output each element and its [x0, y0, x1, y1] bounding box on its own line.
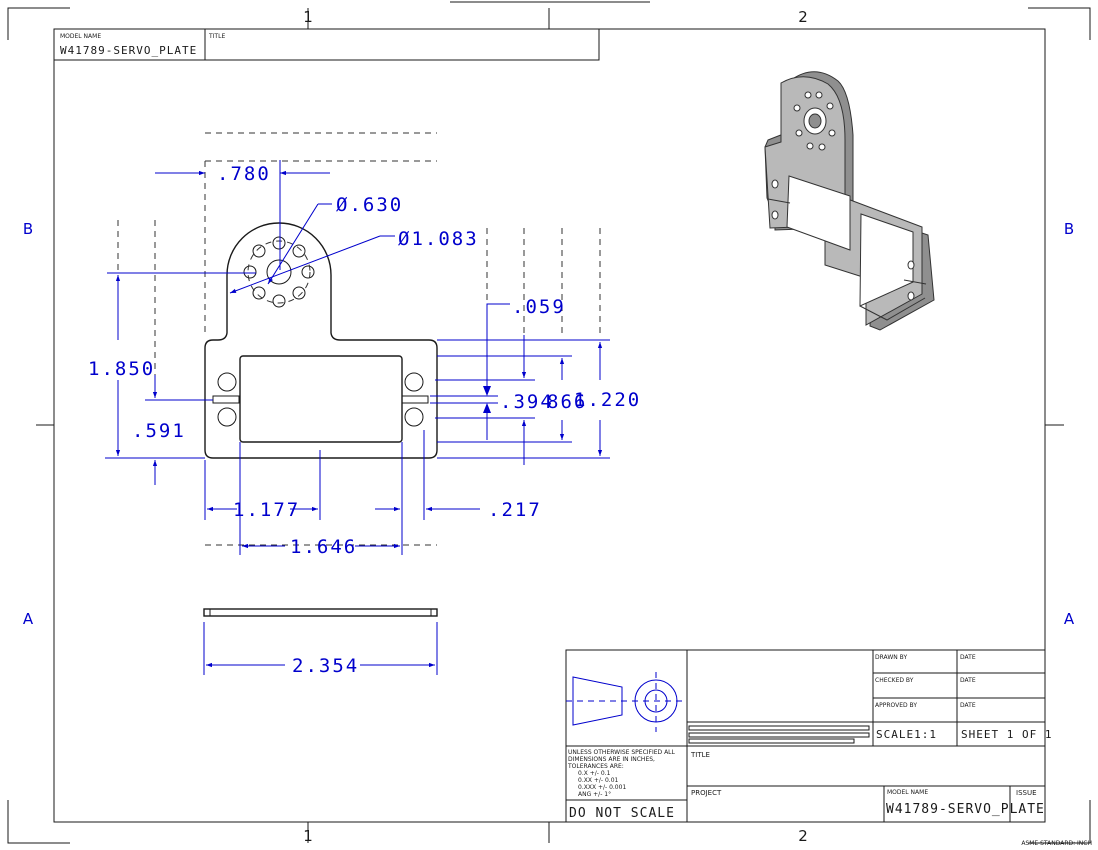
header-title-label: TITLE	[208, 33, 225, 40]
zone-label-top-1: 1	[303, 8, 313, 26]
dim-780	[155, 160, 330, 270]
tb-model-name-label: MODEL NAME	[887, 789, 928, 796]
dim-label-866: 866	[547, 391, 587, 413]
header-model-name: W41789-SERVO_PLATE	[60, 44, 197, 57]
tb-tolerance-line-1: UNLESS OTHERWISE SPECIFIED ALL	[568, 749, 676, 756]
sheet-corner-marks	[7, 1, 1091, 844]
tb-tolerance-line-4: 0.X +/- 0.1	[578, 770, 611, 777]
tb-tolerance-line-6: 0.XXX +/- 0.001	[578, 784, 626, 791]
dim-label-780: .780	[217, 163, 271, 185]
dim-591	[145, 375, 213, 485]
tb-date1-label: DATE	[960, 654, 976, 661]
dim-dia-630	[267, 203, 332, 285]
tb-tolerance-line-2: DIMENSIONS ARE IN INCHES,	[568, 756, 655, 763]
zone-label-right-a: A	[1064, 610, 1075, 628]
dim-label-591: .591	[132, 420, 186, 442]
zone-label-top-2: 2	[798, 8, 808, 26]
title-block-lines	[565, 649, 1046, 823]
zone-ticks	[36, 8, 1064, 843]
dim-label-1177: 1.177	[233, 499, 300, 521]
tb-date3-label: DATE	[960, 702, 976, 709]
tb-sheet: SHEET 1 OF 1	[961, 728, 1052, 741]
zone-label-bottom-2: 2	[798, 827, 808, 845]
dim-label-217: .217	[488, 499, 542, 521]
tb-tolerance-line-7: ANG +/- 1°	[578, 791, 611, 798]
dim-label-394: .394	[500, 391, 554, 413]
tb-model-name: W41789-SERVO_PLATE	[886, 802, 1045, 817]
dim-label-dia-1083: Ø1.083	[398, 228, 479, 250]
zone-label-right-b: B	[1064, 220, 1074, 238]
dim-bottom-stack	[204, 430, 480, 555]
tb-issue-label: ISSUE	[1016, 789, 1037, 797]
third-angle-projection-symbol	[566, 672, 684, 732]
dim-1850	[105, 272, 256, 459]
dim-label-dia-630: Ø.630	[336, 194, 403, 216]
zone-label-left-b: B	[23, 220, 33, 238]
tb-tolerance-line-5: 0.XX +/- 0.01	[578, 777, 619, 784]
tb-checked-by-label: CHECKED BY	[875, 677, 914, 684]
dim-label-1850: 1.850	[88, 358, 155, 380]
dim-label-059: .059	[512, 296, 566, 318]
tb-drawn-by-label: DRAWN BY	[875, 654, 907, 661]
header-box	[54, 29, 600, 61]
dim-label-1220: 1.220	[574, 389, 641, 411]
tb-project-label: PROJECT	[691, 789, 722, 797]
dim-dia-1083	[229, 235, 395, 294]
header-model-name-label: MODEL NAME	[60, 33, 101, 40]
tb-do-not-scale: DO NOT SCALE	[569, 806, 675, 821]
tb-tolerance-line-3: TOLERANCES ARE:	[567, 763, 624, 770]
side-view-part	[203, 608, 438, 675]
tb-date2-label: DATE	[960, 677, 976, 684]
dim-label-1646: 1.646	[290, 536, 357, 558]
zone-label-left-a: A	[23, 610, 34, 628]
dim-label-2354: 2.354	[292, 655, 359, 677]
tb-scale: SCALE1:1	[876, 728, 937, 741]
zone-label-bottom-1: 1	[303, 827, 313, 845]
isometric-view	[764, 71, 935, 331]
footer-standard: ASME STANDARD: INCH	[1021, 840, 1092, 847]
dim-right-stack	[430, 303, 610, 465]
front-view-part	[204, 222, 438, 459]
tb-title-label: TITLE	[690, 751, 710, 759]
tb-approved-by-label: APPROVED BY	[875, 702, 917, 709]
